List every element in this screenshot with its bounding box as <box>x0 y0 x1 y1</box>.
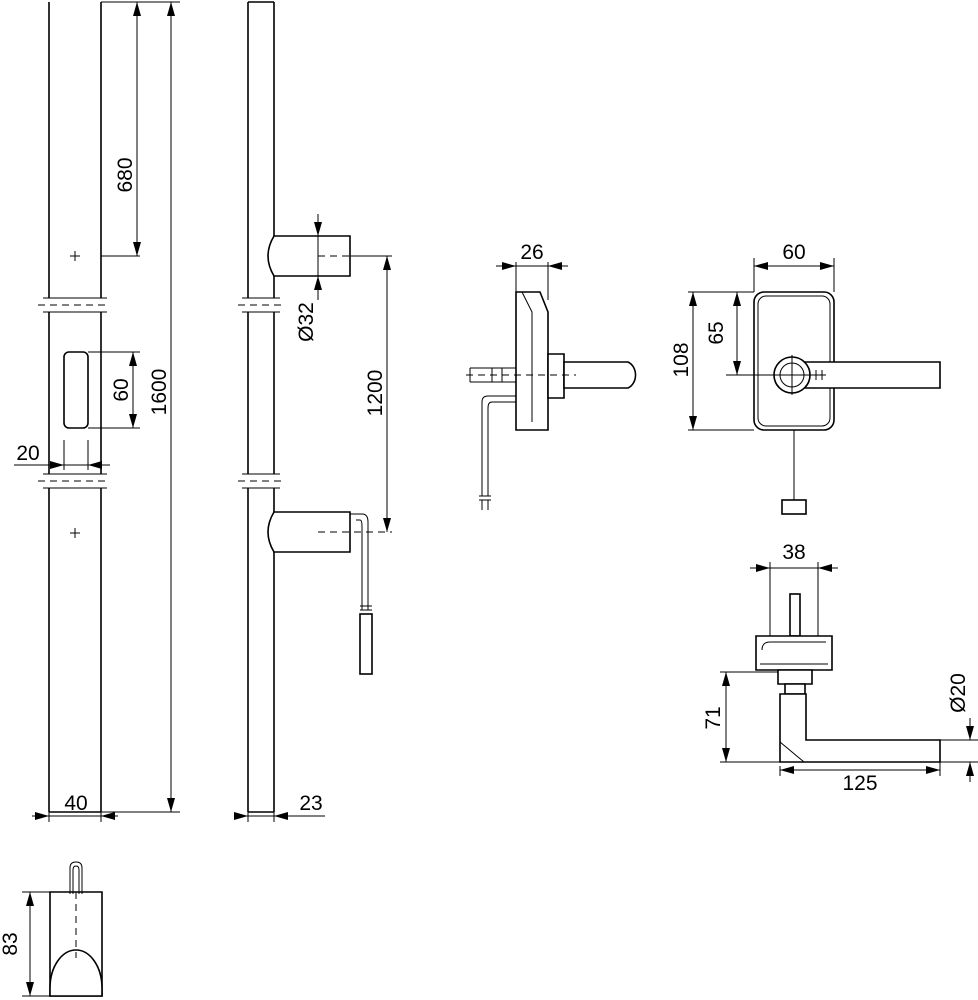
dim-680: 680 <box>114 157 137 192</box>
lever-side-view: 26 <box>466 241 637 510</box>
bar-front-view: 680 60 1600 20 40 <box>14 1 180 822</box>
lever-arm-side <box>563 361 637 389</box>
dim-40: 40 <box>64 792 87 815</box>
dim-60-rose: 60 <box>782 241 805 264</box>
dim-108: 108 <box>670 342 693 377</box>
lever-arm-top <box>779 693 941 763</box>
lever-top-view: 38 Ø20 71 125 <box>702 541 978 795</box>
dim-125: 125 <box>842 772 877 795</box>
key-slot <box>63 351 89 429</box>
dim-20: 20 <box>16 442 39 465</box>
spindle-top <box>789 593 801 637</box>
dim-83: 83 <box>0 932 22 955</box>
dim-26: 26 <box>520 241 543 264</box>
lower-handle-side <box>267 511 351 553</box>
cable-connector <box>359 613 373 675</box>
dim-38: 38 <box>782 541 805 564</box>
dim-d20: Ø20 <box>947 673 970 713</box>
dim-71: 71 <box>702 706 725 729</box>
rose-top <box>755 635 833 671</box>
cable-connector-front <box>781 499 807 515</box>
dim-23: 23 <box>299 792 322 815</box>
dim-1200: 1200 <box>364 370 387 417</box>
end-profile <box>49 949 103 997</box>
upper-handle-side <box>267 235 351 277</box>
lever-front-view: 60 65 108 <box>670 241 941 515</box>
bar-side-view: Ø32 1200 23 <box>234 1 392 822</box>
dim-60-slot: 60 <box>110 378 133 401</box>
dim-1600: 1600 <box>148 369 171 416</box>
dim-d32: Ø32 <box>295 302 318 342</box>
bar-end-view: 83 <box>0 861 103 997</box>
dim-65: 65 <box>705 321 728 344</box>
